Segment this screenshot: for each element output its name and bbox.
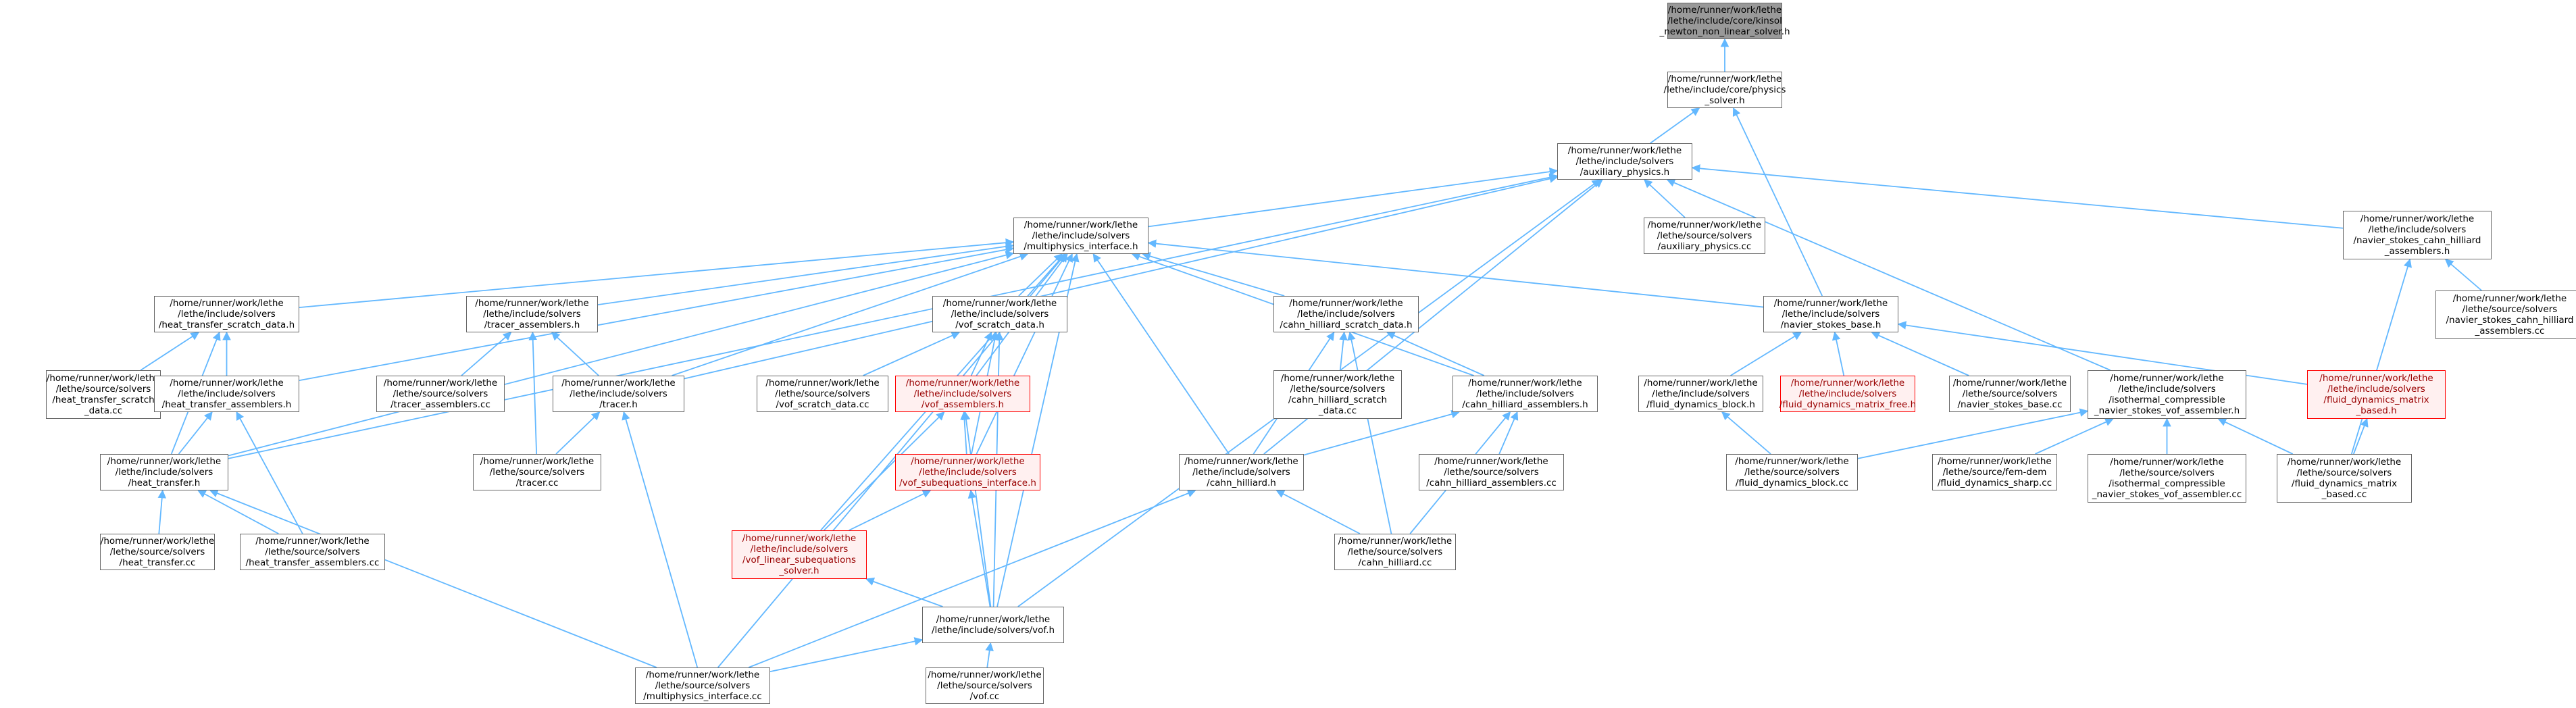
- dependency-edge: [1142, 252, 1285, 297]
- graph-node[interactable]: /home/runner/work/lethe /lethe/source/fe…: [1932, 454, 2057, 490]
- dependency-edge: [2444, 259, 2482, 291]
- graph-node[interactable]: /home/runner/work/lethe /lethe/include/s…: [1763, 296, 1898, 332]
- graph-node[interactable]: /home/runner/work/lethe /lethe/include/s…: [932, 296, 1067, 332]
- graph-node[interactable]: /home/runner/work/lethe /lethe/include/s…: [2307, 370, 2446, 419]
- dependency-edge: [140, 332, 200, 371]
- dependency-edge: [228, 251, 1015, 457]
- graph-node[interactable]: /home/runner/work/lethe /lethe/source/so…: [240, 534, 385, 570]
- dependency-edge: [1644, 179, 1686, 218]
- graph-node[interactable]: /home/runner/work/lethe /lethe/source/so…: [635, 667, 770, 704]
- graph-node[interactable]: /home/runner/work/lethe /lethe/source/so…: [1273, 370, 1402, 419]
- dependency-edge: [299, 245, 1015, 381]
- graph-node[interactable]: /home/runner/work/lethe /lethe/include/s…: [1779, 376, 1916, 412]
- graph-node[interactable]: /home/runner/work/lethe /lethe/include/s…: [2343, 211, 2492, 259]
- graph-node[interactable]: /home/runner/work/lethe /lethe/source/so…: [2088, 454, 2246, 503]
- dependency-edge: [1303, 409, 1460, 456]
- dependency-edge: [197, 490, 279, 534]
- dependency-edge: [555, 411, 601, 455]
- graph-node[interactable]: /home/runner/work/lethe /lethe/source/so…: [2277, 454, 2412, 503]
- dependency-edge: [985, 642, 994, 668]
- graph-node[interactable]: /home/runner/work/lethe /lethe/include/c…: [1664, 72, 1786, 108]
- dependency-edge: [157, 489, 167, 534]
- graph-node[interactable]: /home/runner/work/lethe /lethe/source/so…: [2435, 290, 2576, 339]
- dependency-edge: [1386, 331, 1485, 376]
- dependency-edge: [178, 411, 213, 455]
- dependency-edge: [299, 238, 1015, 309]
- dependency-edge: [236, 411, 303, 534]
- dependency-edge: [748, 489, 1196, 668]
- dependency-edge: [1650, 107, 1700, 144]
- graph-node[interactable]: /home/runner/work/lethe /lethe/source/so…: [1334, 534, 1456, 570]
- dependency-edge: [863, 331, 961, 376]
- dependency-edge: [2352, 418, 2369, 455]
- graph-node[interactable]: /home/runner/work/lethe /lethe/source/so…: [1949, 376, 2071, 412]
- graph-node[interactable]: /home/runner/work/lethe /lethe/source/so…: [1644, 218, 1765, 254]
- dependency-edge: [1276, 490, 1361, 534]
- dependency-edge: [1347, 331, 1392, 534]
- dependency-edge: [1730, 332, 1802, 376]
- graph-node[interactable]: /home/runner/work/lethe /lethe/include/c…: [1659, 3, 1790, 39]
- dependency-edge: [1732, 107, 1823, 297]
- dependency-edge: [1666, 178, 2111, 371]
- graph-node[interactable]: /home/runner/work/lethe /lethe/include/s…: [154, 296, 299, 332]
- graph-node[interactable]: /home/runner/work/lethe /lethe/include/s…: [2088, 370, 2246, 419]
- dependency-edge: [769, 637, 924, 672]
- dependency-edge: [1871, 331, 1969, 376]
- graph-node[interactable]: /home/runner/work/lethe /lethe/include/s…: [922, 607, 1064, 643]
- graph-node[interactable]: /home/runner/work/lethe /lethe/source/so…: [100, 534, 215, 570]
- dependency-edge: [961, 411, 992, 607]
- dependency-edge: [461, 332, 512, 376]
- dependency-edge: [672, 252, 1029, 376]
- dependency-edge: [976, 253, 1073, 455]
- graph-node[interactable]: /home/runner/work/lethe /lethe/include/s…: [1273, 296, 1419, 332]
- graph-node[interactable]: /home/runner/work/lethe /lethe/source/so…: [757, 376, 888, 412]
- graph-node[interactable]: /home/runner/work/lethe /lethe/source/so…: [1726, 454, 1858, 490]
- dependency-edge: [1018, 253, 1063, 297]
- graph-node[interactable]: /home/runner/work/lethe /lethe/source/so…: [46, 370, 161, 419]
- dependency-edge: [622, 411, 699, 668]
- dependency-edge: [1857, 408, 2089, 459]
- dependency-edge: [970, 331, 992, 376]
- graph-node[interactable]: /home/runner/work/lethe /lethe/include/s…: [732, 530, 867, 579]
- dependency-edge: [1832, 331, 1845, 376]
- dependency-edge: [528, 331, 538, 455]
- graph-node[interactable]: /home/runner/work/lethe /lethe/include/s…: [1638, 376, 1763, 412]
- dependency-edge: [1498, 411, 1519, 455]
- dependency-edge: [551, 332, 599, 376]
- dependency-edge: [2034, 418, 2114, 455]
- graph-node[interactable]: /home/runner/work/lethe /lethe/include/s…: [895, 454, 1040, 490]
- graph-node[interactable]: /home/runner/work/lethe /lethe/include/s…: [100, 454, 228, 490]
- graph-node[interactable]: /home/runner/work/lethe /lethe/include/s…: [1013, 218, 1148, 254]
- graph-node[interactable]: /home/runner/work/lethe /lethe/source/so…: [926, 667, 1044, 704]
- dependency-edge: [865, 577, 943, 607]
- graph-node[interactable]: /home/runner/work/lethe /lethe/include/s…: [553, 376, 684, 412]
- graph-node[interactable]: /home/runner/work/lethe /lethe/include/s…: [1453, 376, 1598, 412]
- dependency-edge: [1148, 167, 1559, 228]
- dependency-edge: [967, 489, 991, 607]
- dependency-edge: [1691, 164, 2344, 229]
- dependency-edge: [1339, 331, 1348, 371]
- graph-node[interactable]: /home/runner/work/lethe /lethe/source/so…: [1419, 454, 1564, 490]
- dependency-edge: [849, 490, 932, 531]
- graph-node[interactable]: /home/runner/work/lethe /lethe/include/s…: [466, 296, 598, 332]
- dependency-edge: [2350, 258, 2412, 455]
- dependency-edge: [823, 411, 945, 531]
- graph-node[interactable]: /home/runner/work/lethe /lethe/source/so…: [473, 454, 601, 490]
- graph-node[interactable]: /home/runner/work/lethe /lethe/include/s…: [895, 376, 1030, 412]
- dependency-edge: [1092, 253, 1230, 455]
- dependency-edge: [1721, 411, 1771, 455]
- graph-node[interactable]: /home/runner/work/lethe /lethe/include/s…: [1557, 143, 1692, 180]
- dependency-edge: [209, 489, 657, 668]
- graph-node[interactable]: /home/runner/work/lethe /lethe/include/s…: [154, 376, 299, 412]
- dependency-edge: [597, 242, 1015, 305]
- graph-node[interactable]: /home/runner/work/lethe /lethe/source/so…: [376, 376, 505, 412]
- dependency-edge: [684, 174, 1559, 380]
- dependency-edge: [2217, 418, 2294, 455]
- dependency-edge: [1147, 239, 1764, 308]
- graph-node[interactable]: /home/runner/work/lethe /lethe/include/s…: [1179, 454, 1304, 490]
